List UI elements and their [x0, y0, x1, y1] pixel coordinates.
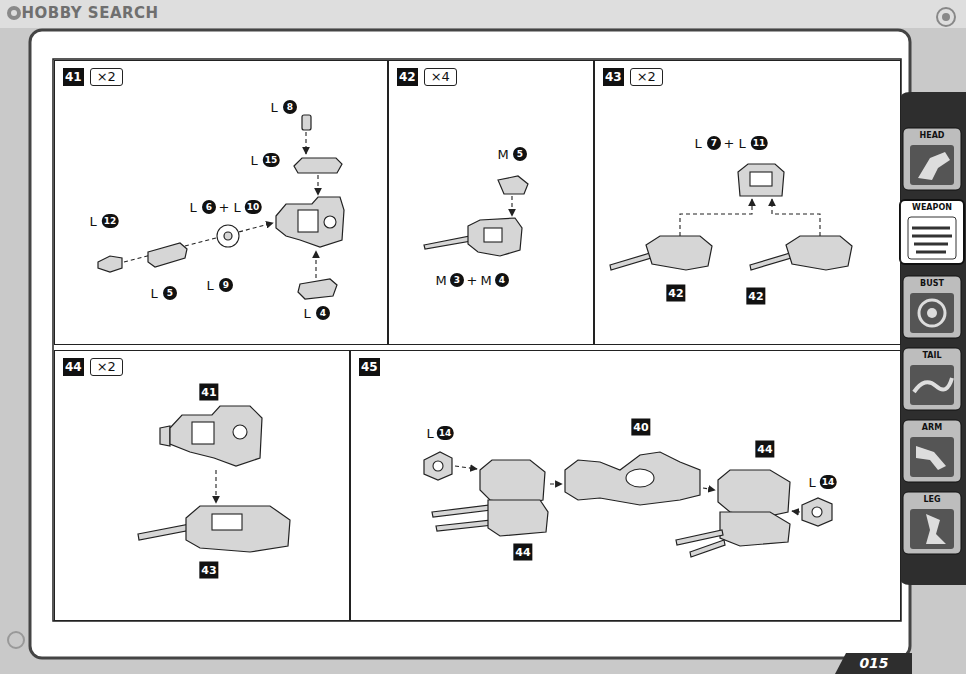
- part-number: 4: [495, 273, 509, 287]
- part-letter: L: [188, 200, 197, 215]
- part-letter: M: [496, 147, 509, 162]
- tab-label: WEAPON: [912, 203, 952, 213]
- part-number: 6: [202, 200, 216, 214]
- tab-label: TAIL: [922, 351, 941, 361]
- step-callout: 42: [746, 288, 765, 305]
- step-panel: 42 ×4: [388, 60, 594, 345]
- part-letter: M: [479, 273, 492, 288]
- part-letter: L: [249, 153, 258, 168]
- part-number: 9: [219, 278, 233, 292]
- part-number: 4: [316, 306, 330, 320]
- part-letter: +: [723, 136, 736, 151]
- quantity-mark: ×2: [630, 68, 663, 86]
- part-number: 5: [163, 286, 177, 300]
- step-callout: 43: [199, 562, 218, 579]
- step-callout: 44: [755, 441, 774, 458]
- step-number: 42: [397, 68, 418, 86]
- tab-label: LEG: [923, 495, 940, 505]
- part-letter: L: [807, 475, 816, 490]
- section-tab: ARM: [903, 420, 961, 482]
- step-number: 44: [63, 358, 84, 376]
- part-number: 12: [102, 214, 119, 228]
- step-callout: 40: [631, 419, 650, 436]
- step-number: 45: [359, 358, 380, 376]
- part-number: 15: [263, 153, 280, 167]
- part-letter: L: [149, 286, 158, 301]
- part-number: 8: [283, 100, 297, 114]
- tab-label: BUST: [920, 279, 944, 289]
- part-letter: +: [218, 200, 231, 215]
- step-number: 41: [63, 68, 84, 86]
- step-callout: 42: [666, 285, 685, 302]
- part-letter: +: [466, 273, 479, 288]
- part-number: 7: [707, 136, 721, 150]
- tab-label: HEAD: [920, 131, 945, 141]
- tab-label: ARM: [922, 423, 942, 433]
- part-number: 3: [450, 273, 464, 287]
- quantity-mark: ×2: [90, 358, 123, 376]
- part-letter: L: [737, 136, 746, 151]
- part-number: 11: [751, 136, 768, 150]
- section-tab: BUST: [903, 276, 961, 338]
- step-panel: 45: [350, 350, 901, 621]
- part-letter: M: [434, 273, 447, 288]
- step-number: 43: [603, 68, 624, 86]
- part-letter: L: [205, 278, 214, 293]
- part-letter: L: [88, 214, 97, 229]
- part-letter: L: [425, 426, 434, 441]
- quantity-mark: ×2: [90, 68, 123, 86]
- part-number: 10: [245, 200, 262, 214]
- part-letter: L: [693, 136, 702, 151]
- part-letter: L: [302, 306, 311, 321]
- section-tab: TAIL: [903, 348, 961, 410]
- watermark: HOBBY SEARCH: [21, 4, 158, 22]
- section-tab: WEAPON: [900, 200, 964, 264]
- section-tab: LEG: [903, 492, 961, 554]
- part-number: 14: [820, 475, 837, 489]
- step-callout: 41: [199, 384, 218, 401]
- part-letter: L: [269, 100, 278, 115]
- quantity-mark: ×4: [424, 68, 457, 86]
- part-letter: L: [232, 200, 241, 215]
- step-callout: 44: [513, 544, 532, 561]
- part-number: 14: [437, 426, 454, 440]
- part-number: 5: [513, 147, 527, 161]
- page-number: 015: [859, 655, 888, 671]
- section-tab: HEAD: [903, 128, 961, 190]
